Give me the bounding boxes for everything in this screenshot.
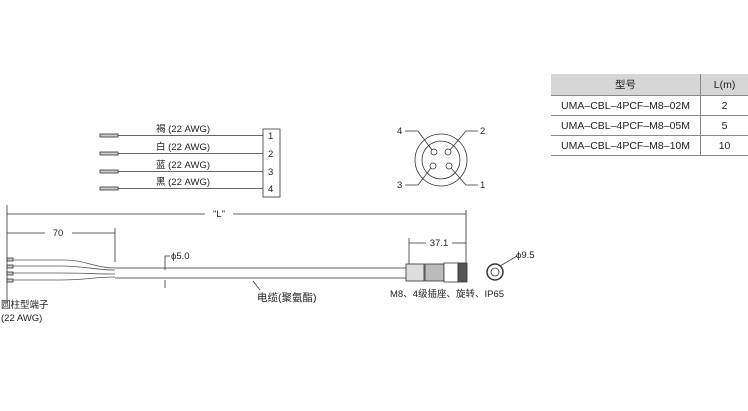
wire-2: 白 (22 AWG) [99, 141, 263, 156]
connector-face: 4 2 3 1 [397, 126, 485, 191]
wire-label: 白 (22 AWG) [156, 141, 210, 153]
header-length: L(m) [700, 74, 748, 96]
model-cell: UMA–CBL–4PCF–M8–05M [551, 115, 701, 136]
length-cell: 2 [700, 95, 748, 116]
wire-1: 褐 (22 AWG) [99, 123, 263, 138]
pin-number: 4 [268, 184, 273, 195]
pin-label: 1 [480, 180, 485, 191]
cable-side-view: "L" 70 ϕ5.0 电缆(聚氨酯) 37.1 M8、4级插座、旋转、IP65… [1, 205, 535, 324]
header-model: 型号 [551, 74, 701, 96]
length-dimension: "L" [213, 209, 225, 220]
cable-diameter: ϕ5.0 [171, 251, 190, 262]
connector-label: M8、4级插座、旋转、IP65 [390, 288, 504, 300]
pin-number: 3 [268, 167, 273, 178]
strip-dimension: 70 [53, 228, 64, 239]
wire-label: 蓝 (22 AWG) [156, 159, 210, 171]
wire-label: 黑 (22 AWG) [156, 177, 210, 188]
pin-label: 2 [480, 126, 485, 137]
wire-label: 褐 (22 AWG) [156, 123, 210, 135]
pin-number: 1 [268, 131, 273, 142]
wiring-diagram: 褐 (22 AWG) 白 (22 AWG) 蓝 (22 AWG) 黑 (22 A… [99, 123, 281, 198]
terminal-awg: (22 AWG) [1, 313, 42, 324]
pin-box [262, 128, 281, 198]
wire-3: 蓝 (22 AWG) [99, 159, 263, 174]
pin-label: 4 [397, 126, 402, 137]
pin-label: 3 [397, 180, 402, 191]
length-cell: 10 [700, 135, 748, 156]
wire-4: 黑 (22 AWG) [99, 177, 263, 191]
cable-label: 电缆(聚氨酯) [257, 291, 317, 304]
model-cell: UMA–CBL–4PCF–M8–10M [551, 135, 701, 156]
length-cell: 5 [700, 115, 748, 136]
pin-number: 2 [268, 149, 273, 160]
model-cell: UMA–CBL–4PCF–M8–02M [551, 95, 701, 116]
terminal-label: 圆柱型端子 [1, 299, 49, 311]
table-header: 型号 L(m) [551, 74, 748, 96]
connector-length: 37.1 [430, 238, 449, 249]
connector-diameter: ϕ9.5 [516, 250, 535, 261]
